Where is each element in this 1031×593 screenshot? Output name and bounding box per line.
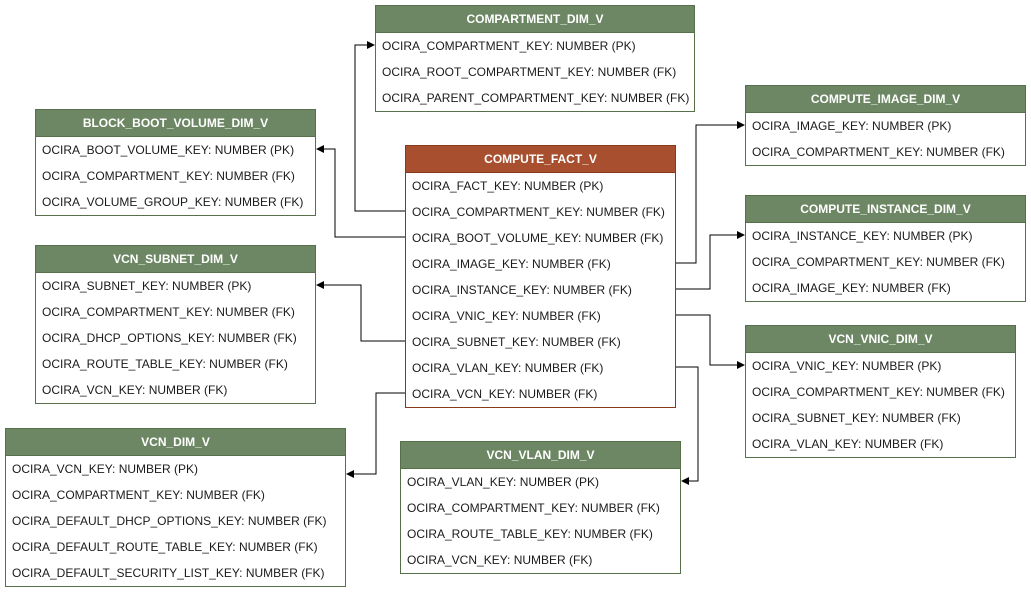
entity-field: OCIRA_BOOT_VOLUME_KEY: NUMBER (PK) <box>42 143 295 157</box>
entity-field: OCIRA_VCN_KEY: NUMBER (PK) <box>12 462 199 476</box>
entity-field: OCIRA_FACT_KEY: NUMBER (PK) <box>412 179 604 193</box>
entity-field: OCIRA_SUBNET_KEY: NUMBER (FK) <box>412 335 621 349</box>
entity-title: COMPARTMENT_DIM_V <box>376 6 694 33</box>
entity-vcn-subnet-dim-v[interactable]: VCN_SUBNET_DIM_V OCIRA_SUBNET_KEY: NUMBE… <box>35 245 316 404</box>
entity-vcn-vlan-dim-v[interactable]: VCN_VLAN_DIM_V OCIRA_VLAN_KEY: NUMBER (P… <box>400 441 681 574</box>
entity-field: OCIRA_VLAN_KEY: NUMBER (FK) <box>412 361 604 375</box>
connector-instance <box>676 231 745 290</box>
entity-field: OCIRA_BOOT_VOLUME_KEY: NUMBER (FK) <box>412 231 664 245</box>
entity-field: OCIRA_VNIC_KEY: NUMBER (PK) <box>752 359 942 373</box>
entity-field: OCIRA_VOLUME_GROUP_KEY: NUMBER (FK) <box>42 195 304 209</box>
entity-title: COMPUTE_FACT_V <box>406 146 675 173</box>
entity-field: OCIRA_COMPARTMENT_KEY: NUMBER (FK) <box>407 501 660 515</box>
entity-field: OCIRA_DEFAULT_ROUTE_TABLE_KEY: NUMBER (F… <box>12 540 318 554</box>
entity-field: OCIRA_IMAGE_KEY: NUMBER (FK) <box>412 257 611 271</box>
entity-field: OCIRA_COMPARTMENT_KEY: NUMBER (FK) <box>752 145 1005 159</box>
entity-vcn-dim-v[interactable]: VCN_DIM_V OCIRA_VCN_KEY: NUMBER (PK) OCI… <box>5 428 346 587</box>
entity-field: OCIRA_COMPARTMENT_KEY: NUMBER (FK) <box>412 205 665 219</box>
entity-field: OCIRA_ROOT_COMPARTMENT_KEY: NUMBER (FK) <box>382 65 677 79</box>
entity-field: OCIRA_SUBNET_KEY: NUMBER (FK) <box>752 411 961 425</box>
entity-field: OCIRA_PARENT_COMPARTMENT_KEY: NUMBER (FK… <box>382 91 690 105</box>
connector-vnic <box>676 314 745 369</box>
entity-field: OCIRA_INSTANCE_KEY: NUMBER (PK) <box>752 229 973 243</box>
entity-field: OCIRA_COMPARTMENT_KEY: NUMBER (PK) <box>382 39 636 53</box>
entity-vcn-vnic-dim-v[interactable]: VCN_VNIC_DIM_V OCIRA_VNIC_KEY: NUMBER (P… <box>745 325 1016 458</box>
entity-field: OCIRA_VLAN_KEY: NUMBER (PK) <box>407 475 600 489</box>
entity-field: OCIRA_SUBNET_KEY: NUMBER (PK) <box>42 279 252 293</box>
entity-block-boot-volume-dim-v[interactable]: BLOCK_BOOT_VOLUME_DIM_V OCIRA_BOOT_VOLUM… <box>35 109 316 216</box>
entity-field: OCIRA_INSTANCE_KEY: NUMBER (FK) <box>412 283 632 297</box>
entity-field: OCIRA_DEFAULT_SECURITY_LIST_KEY: NUMBER … <box>12 566 325 580</box>
entity-compute-fact-v[interactable]: COMPUTE_FACT_V OCIRA_FACT_KEY: NUMBER (P… <box>405 145 676 408</box>
connector-boot-volume <box>316 145 406 238</box>
connector-vcn <box>346 392 406 478</box>
entity-compute-image-dim-v[interactable]: COMPUTE_IMAGE_DIM_V OCIRA_IMAGE_KEY: NUM… <box>745 85 1026 166</box>
entity-title: VCN_VNIC_DIM_V <box>746 326 1015 353</box>
entity-title: VCN_VLAN_DIM_V <box>401 442 680 469</box>
connector-subnet <box>316 281 406 342</box>
entity-field: OCIRA_COMPARTMENT_KEY: NUMBER (FK) <box>752 385 1005 399</box>
entity-field: OCIRA_COMPARTMENT_KEY: NUMBER (FK) <box>12 488 265 502</box>
entity-field: OCIRA_ROUTE_TABLE_KEY: NUMBER (FK) <box>407 527 653 541</box>
entity-field: OCIRA_DHCP_OPTIONS_KEY: NUMBER (FK) <box>42 331 297 345</box>
entity-field: OCIRA_COMPARTMENT_KEY: NUMBER (FK) <box>42 305 295 319</box>
entity-field: OCIRA_VNIC_KEY: NUMBER (FK) <box>412 309 601 323</box>
entity-title: COMPUTE_IMAGE_DIM_V <box>746 86 1025 113</box>
entity-compartment-dim-v[interactable]: COMPARTMENT_DIM_V OCIRA_COMPARTMENT_KEY:… <box>375 5 695 112</box>
entity-title: VCN_SUBNET_DIM_V <box>36 246 315 273</box>
entity-compute-instance-dim-v[interactable]: COMPUTE_INSTANCE_DIM_V OCIRA_INSTANCE_KE… <box>745 195 1026 302</box>
entity-title: VCN_DIM_V <box>6 429 345 456</box>
entity-field: OCIRA_DEFAULT_DHCP_OPTIONS_KEY: NUMBER (… <box>12 514 327 528</box>
entity-title: BLOCK_BOOT_VOLUME_DIM_V <box>36 110 315 137</box>
entity-field: OCIRA_IMAGE_KEY: NUMBER (FK) <box>752 281 951 295</box>
entity-title: COMPUTE_INSTANCE_DIM_V <box>746 196 1025 223</box>
entity-field: OCIRA_COMPARTMENT_KEY: NUMBER (FK) <box>752 255 1005 269</box>
entity-field: OCIRA_COMPARTMENT_KEY: NUMBER (FK) <box>42 169 295 183</box>
entity-field: OCIRA_VCN_KEY: NUMBER (FK) <box>407 553 593 567</box>
entity-field: OCIRA_ROUTE_TABLE_KEY: NUMBER (FK) <box>42 357 288 371</box>
connector-image <box>676 121 745 264</box>
entity-field: OCIRA_IMAGE_KEY: NUMBER (PK) <box>752 119 952 133</box>
entity-field: OCIRA_VLAN_KEY: NUMBER (FK) <box>752 437 944 451</box>
entity-field: OCIRA_VCN_KEY: NUMBER (FK) <box>42 383 228 397</box>
entity-field: OCIRA_VCN_KEY: NUMBER (FK) <box>412 387 598 401</box>
